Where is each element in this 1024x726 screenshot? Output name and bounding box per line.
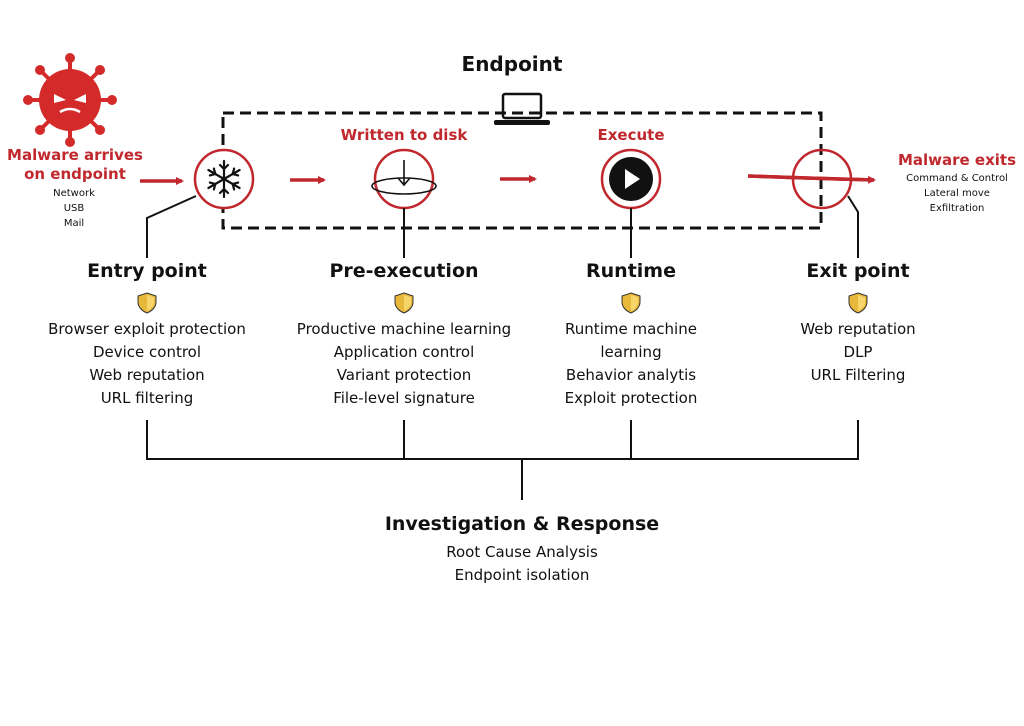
response-title: Investigation & Response bbox=[384, 513, 660, 535]
feature-item: Application control bbox=[333, 343, 475, 361]
disk-write-icon bbox=[371, 160, 437, 195]
exit-vector: Exfiltration bbox=[929, 203, 985, 214]
shield-icon bbox=[394, 292, 414, 314]
shield-icon bbox=[621, 292, 641, 314]
stage-features-pre-execution: Productive machine learning Application … bbox=[279, 318, 529, 410]
exit-vector: Lateral move bbox=[924, 188, 990, 199]
stage-features-runtime: Runtime machine learning Behavior analyt… bbox=[546, 318, 716, 410]
stage-title-entry-point: Entry point bbox=[87, 260, 207, 282]
response-features: Root Cause Analysis Endpoint isolation bbox=[402, 541, 642, 587]
stage-title-pre-execution: Pre-execution bbox=[329, 260, 479, 282]
entry-vector: Mail bbox=[63, 218, 85, 229]
stage-title-exit-point: Exit point bbox=[806, 260, 910, 282]
feature-item: Runtime machine learning bbox=[565, 320, 697, 361]
written-to-disk-label: Written to disk bbox=[340, 126, 468, 144]
stage-features-entry-point: Browser exploit protection Device contro… bbox=[22, 318, 272, 410]
exit-vector: Command & Control bbox=[906, 173, 1008, 184]
snowflake-icon bbox=[207, 159, 241, 199]
feature-item: Browser exploit protection bbox=[48, 320, 246, 338]
feature-item: Exploit protection bbox=[564, 389, 698, 407]
exit-vectors: Command & Control Lateral move Exfiltrat… bbox=[892, 171, 1022, 216]
stage-features-exit-point: Web reputation DLP URL Filtering bbox=[773, 318, 943, 387]
response-connector bbox=[146, 420, 859, 500]
virus-icon bbox=[23, 53, 117, 147]
shield-icon bbox=[848, 292, 868, 314]
execute-label: Execute bbox=[597, 126, 665, 144]
laptop-icon bbox=[494, 92, 550, 125]
feature-item: Productive machine learning bbox=[296, 320, 512, 338]
response-item: Endpoint isolation bbox=[454, 566, 590, 584]
feature-item: DLP bbox=[843, 343, 873, 361]
exit-heading: Malware exits bbox=[897, 151, 1017, 169]
stage-title-runtime: Runtime bbox=[586, 260, 676, 282]
feature-item: URL Filtering bbox=[810, 366, 906, 384]
feature-item: URL filtering bbox=[100, 389, 194, 407]
entry-vectors: Network USB Mail bbox=[38, 186, 110, 231]
entry-heading: Malware arrives on endpoint bbox=[7, 146, 143, 183]
stage-connectors bbox=[146, 195, 859, 258]
feature-item: Web reputation bbox=[89, 366, 205, 384]
response-item: Root Cause Analysis bbox=[446, 543, 598, 561]
shield-icon bbox=[137, 292, 157, 314]
feature-item: Variant protection bbox=[336, 366, 472, 384]
feature-item: Web reputation bbox=[800, 320, 916, 338]
endpoint-boundary bbox=[221, 111, 823, 230]
entry-vector: Network bbox=[53, 188, 95, 199]
entry-vector: USB bbox=[63, 203, 85, 214]
endpoint-title: Endpoint bbox=[461, 52, 563, 76]
feature-item: Behavior analytis bbox=[565, 366, 697, 384]
feature-item: Device control bbox=[92, 343, 202, 361]
play-icon bbox=[609, 157, 653, 201]
feature-item: File-level signature bbox=[333, 389, 475, 407]
